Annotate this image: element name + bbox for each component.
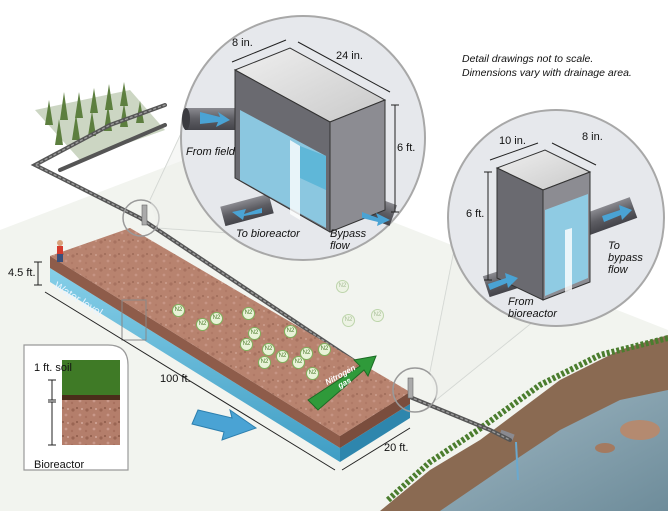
inset-soil-profile xyxy=(23,344,129,471)
crop-field xyxy=(35,82,165,160)
n2-bubble: N2 xyxy=(276,350,289,363)
nitrogen-gas-arrow xyxy=(307,355,377,411)
stream xyxy=(380,335,668,511)
from-field-label: From field xyxy=(186,146,235,158)
box2-height-label: 6 ft. xyxy=(466,208,485,220)
box2-width-label: 10 in. xyxy=(499,135,526,147)
box1-width-label: 8 in. xyxy=(232,37,253,49)
box1-length-label: 24 in. xyxy=(336,50,363,62)
n2-bubble: N2 xyxy=(371,309,384,322)
n2-bubble: N2 xyxy=(172,304,185,317)
n2-bubble: N2 xyxy=(336,280,349,293)
n2-bubble: N2 xyxy=(240,338,253,351)
soil-layer-label: 1 ft. soil xyxy=(34,362,72,374)
n2-bubble: N2 xyxy=(292,356,305,369)
detail-control-structure-1 xyxy=(180,15,426,261)
field-ground xyxy=(0,150,668,511)
n2-bubble: N2 xyxy=(318,343,331,356)
box1-height-label: 6 ft. xyxy=(397,142,416,154)
to-bioreactor-label: To bioreactor xyxy=(236,228,300,240)
length-label: 100 ft. xyxy=(160,373,191,385)
n2-bubble: N2 xyxy=(306,367,319,380)
depth-label: 4.5 ft. xyxy=(8,267,36,279)
n2-bubble: N2 xyxy=(196,318,209,331)
n2-bubble: N2 xyxy=(242,307,255,320)
width-label: 20 ft. xyxy=(384,442,409,454)
flow-arrow xyxy=(191,408,258,441)
n2-bubble: N2 xyxy=(210,312,223,325)
n2-bubble: N2 xyxy=(248,327,261,340)
n2-bubble: N2 xyxy=(300,347,313,360)
dimension-lines xyxy=(34,261,411,471)
box2-length-label: 8 in. xyxy=(582,131,603,143)
n2-bubble: N2 xyxy=(342,314,355,327)
n2-bubble: N2 xyxy=(262,343,275,356)
scale-note: Detail drawings not to scale.Dimensions … xyxy=(462,53,632,79)
person-figure xyxy=(57,240,63,262)
n2-bubble: N2 xyxy=(258,356,271,369)
n2-bubble: N2 xyxy=(284,325,297,338)
bioreactor-layer-label: Bioreactor xyxy=(34,459,85,471)
bioreactor-trench xyxy=(50,204,414,462)
detail-control-structure-2 xyxy=(447,109,665,327)
